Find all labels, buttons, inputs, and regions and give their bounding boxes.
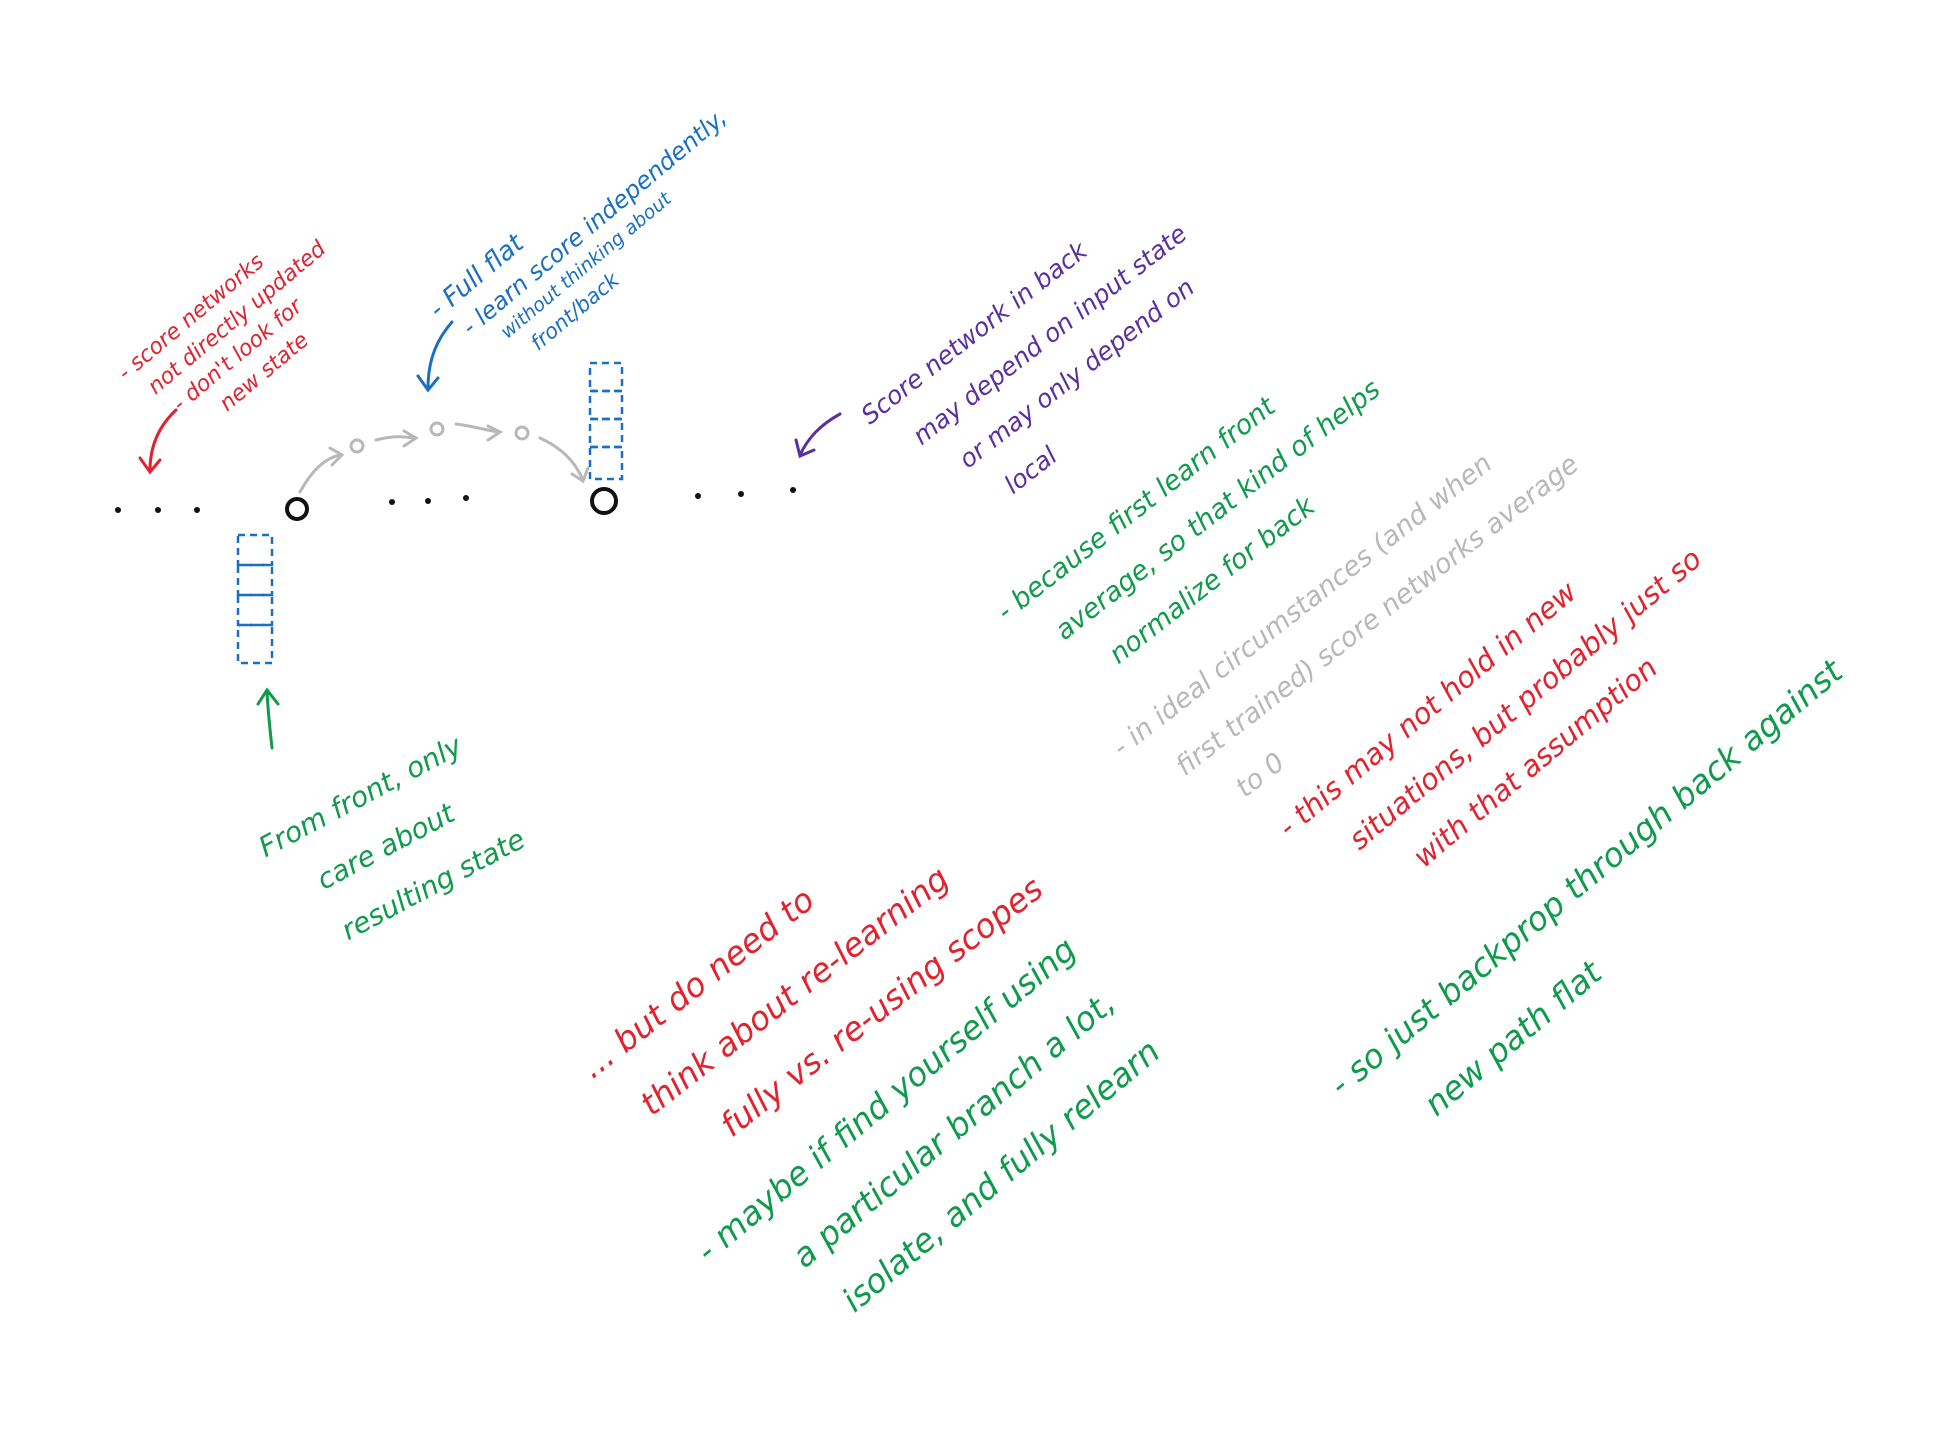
arrow-full-flat xyxy=(416,320,454,393)
score-stack-right xyxy=(588,361,624,481)
arrow-from-front xyxy=(256,687,280,750)
timeline-dots xyxy=(115,487,796,513)
state-node-right xyxy=(590,487,618,515)
arrow-score-back xyxy=(794,412,842,459)
state-node-left xyxy=(285,497,309,521)
score-stack-left xyxy=(236,533,274,665)
arrow-score-networks xyxy=(138,408,178,475)
alternate-path xyxy=(298,421,590,494)
